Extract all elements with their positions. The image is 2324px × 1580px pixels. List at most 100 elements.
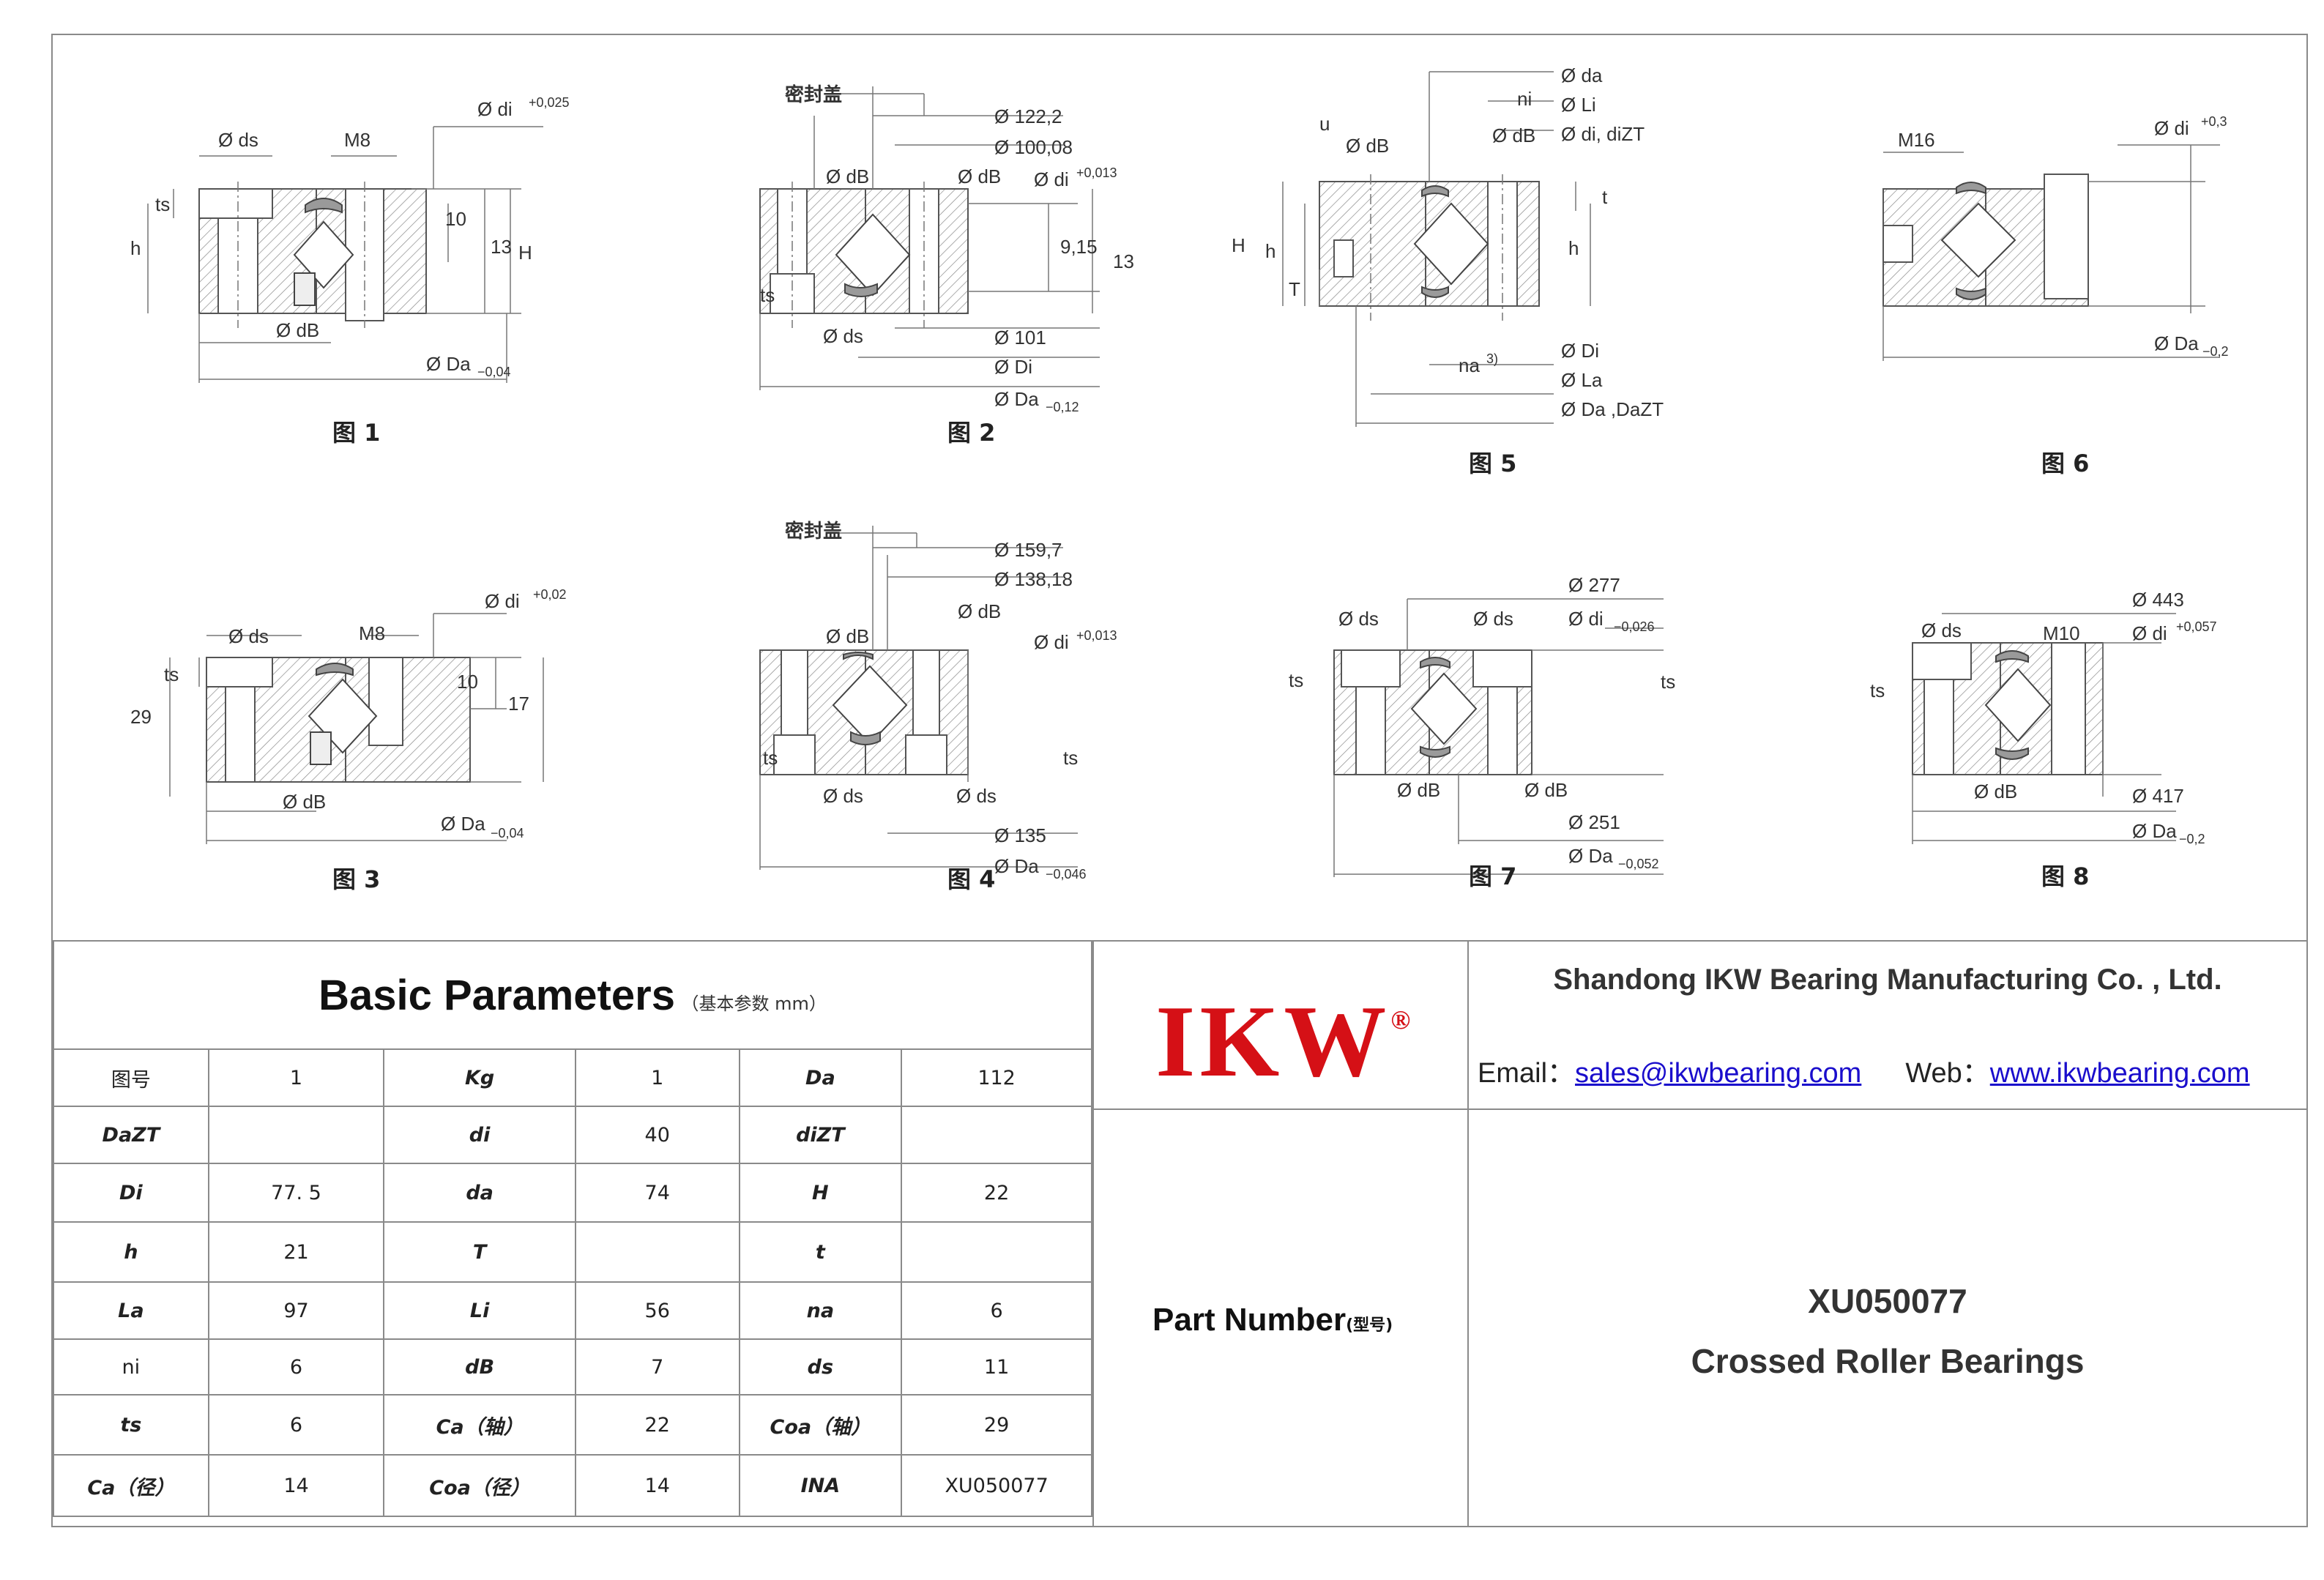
svg-text:+0,057: +0,057 — [2176, 619, 2217, 634]
param-value: 40 — [574, 1106, 740, 1164]
svg-text:Ø Da: Ø Da — [426, 353, 471, 375]
svg-text:u: u — [1319, 113, 1330, 135]
svg-text:Ø di: Ø di — [1034, 168, 1069, 190]
svg-text:Ø Da: Ø Da — [441, 813, 485, 835]
svg-text:ts: ts — [1063, 747, 1078, 769]
svg-text:Ø 100,08: Ø 100,08 — [994, 136, 1073, 158]
svg-text:Ø ds: Ø ds — [823, 325, 863, 347]
svg-text:3): 3) — [1486, 351, 1498, 366]
svg-text:+0,025: +0,025 — [529, 95, 570, 110]
svg-text:Ø di, diZT: Ø di, diZT — [1561, 123, 1645, 145]
part-number-label: Part Number(型号) — [1152, 1302, 1393, 1338]
svg-text:Ø da: Ø da — [1561, 64, 1603, 86]
param-label: Da — [738, 1048, 903, 1107]
svg-text:+0,013: +0,013 — [1076, 165, 1117, 180]
param-label: 图号 — [53, 1048, 209, 1107]
svg-text:Ø dB: Ø dB — [1397, 779, 1440, 801]
svg-text:−0,052: −0,052 — [1618, 857, 1659, 871]
svg-text:−0,12: −0,12 — [1046, 400, 1079, 414]
param-value — [901, 1221, 1092, 1283]
svg-text:M8: M8 — [344, 129, 370, 151]
figure-8: Ø 443 Ø ds M10 Ø di +0,057 ts Ø dB Ø 417… — [1870, 589, 2217, 890]
param-value: 14 — [207, 1454, 385, 1517]
svg-text:Ø di: Ø di — [485, 590, 520, 612]
svg-text:Ø 122,2: Ø 122,2 — [994, 105, 1062, 127]
svg-text:H: H — [1232, 234, 1245, 256]
model-number: XU050077 — [1808, 1282, 1967, 1320]
figure-6: Ø di +0,3 M16 Ø Da −0,2 图 6 — [1882, 114, 2229, 477]
svg-text:Ø Di: Ø Di — [994, 356, 1032, 378]
drawings-svg: Ø di +0,025 Ø ds M8 ts h 10 13 H Ø dB Ø … — [130, 64, 2229, 893]
svg-text:Ø 101: Ø 101 — [994, 327, 1046, 349]
param-value: 56 — [574, 1281, 740, 1340]
svg-text:ts: ts — [760, 284, 775, 306]
svg-text:Ø dB: Ø dB — [283, 791, 326, 813]
param-label: Kg — [383, 1048, 576, 1107]
svg-text:ts: ts — [1661, 671, 1675, 693]
param-value: 1 — [574, 1048, 740, 1107]
f1-di: Ø di — [477, 98, 513, 120]
param-label: ni — [53, 1338, 209, 1395]
param-value: 6 — [207, 1394, 385, 1456]
drawing-sheet: Ø di +0,025 Ø ds M8 ts h 10 13 H Ø dB Ø … — [51, 34, 2308, 1527]
model-info: XU050077 Crossed Roller Bearings — [1469, 1271, 2306, 1391]
svg-text:T: T — [1289, 278, 1300, 300]
svg-text:Ø di: Ø di — [1034, 631, 1069, 653]
param-value: 74 — [574, 1163, 740, 1223]
param-label: dB — [383, 1338, 576, 1395]
figure-1: Ø di +0,025 Ø ds M8 ts h 10 13 H Ø dB Ø … — [130, 95, 570, 447]
svg-text:M16: M16 — [1898, 129, 1935, 151]
svg-text:ts: ts — [164, 663, 179, 685]
param-value: 77. 5 — [207, 1163, 385, 1223]
svg-text:Ø dB: Ø dB — [276, 319, 319, 341]
svg-text:+0,02: +0,02 — [533, 587, 567, 602]
svg-text:h: h — [1265, 240, 1275, 262]
caption-fig-6: 图 6 — [2041, 450, 2089, 477]
svg-text:Ø dB: Ø dB — [1346, 135, 1389, 157]
svg-text:Ø ds: Ø ds — [1338, 608, 1379, 630]
figure-4: 密封盖 Ø 159,7 Ø 138,18 Ø dB Ø dB Ø di +0,0… — [759, 520, 1117, 893]
svg-text:13: 13 — [1113, 250, 1134, 272]
svg-text:Ø di: Ø di — [2132, 622, 2167, 644]
ikw-logo: IKW® — [1155, 985, 1415, 1098]
svg-text:−0,04: −0,04 — [491, 826, 524, 841]
caption-fig-4: 图 4 — [947, 865, 995, 893]
svg-text:H: H — [518, 242, 532, 264]
company-box: Shandong IKW Bearing Manufacturing Co. ,… — [1467, 940, 2306, 1110]
param-label: INA — [738, 1454, 903, 1517]
svg-text:Ø dB: Ø dB — [1974, 780, 2017, 802]
param-label: ds — [738, 1338, 903, 1395]
svg-text:Ø 277: Ø 277 — [1568, 574, 1620, 596]
svg-text:Ø dB: Ø dB — [958, 600, 1001, 622]
parameters-title: Basic Parameters — [319, 971, 675, 1019]
param-label: Ca（轴） — [383, 1394, 576, 1456]
svg-text:Ø ds: Ø ds — [218, 129, 258, 151]
svg-text:29: 29 — [130, 706, 152, 728]
svg-text:−0,2: −0,2 — [2179, 832, 2205, 846]
param-label: Coa（轴） — [738, 1394, 903, 1456]
figure-2: 密封盖 Ø 122,2 Ø 100,08 Ø dB Ø dB Ø di +0,0… — [759, 83, 1134, 447]
param-label: diZT — [738, 1106, 903, 1164]
param-value — [901, 1106, 1092, 1164]
param-label: di — [383, 1106, 576, 1164]
svg-text:Ø Da ,DaZT: Ø Da ,DaZT — [1561, 398, 1664, 420]
caption-fig-3: 图 3 — [332, 865, 380, 893]
param-value: 22 — [574, 1394, 740, 1456]
param-label: Ca（径） — [53, 1454, 209, 1517]
email-link[interactable]: sales@ikwbearing.com — [1575, 1058, 1862, 1089]
param-value: 11 — [901, 1338, 1092, 1395]
svg-text:9,15: 9,15 — [1060, 236, 1098, 258]
param-value: XU050077 — [901, 1454, 1092, 1517]
web-link[interactable]: www.ikwbearing.com — [1989, 1058, 2250, 1089]
caption-fig-1: 图 1 — [332, 419, 380, 447]
parameters-subtitle: （基本参数 mm） — [681, 993, 827, 1014]
param-label: h — [53, 1221, 209, 1283]
param-label: La — [53, 1281, 209, 1340]
svg-text:Ø ds: Ø ds — [956, 785, 997, 807]
svg-text:t: t — [1602, 186, 1608, 208]
param-label: T — [383, 1221, 576, 1283]
